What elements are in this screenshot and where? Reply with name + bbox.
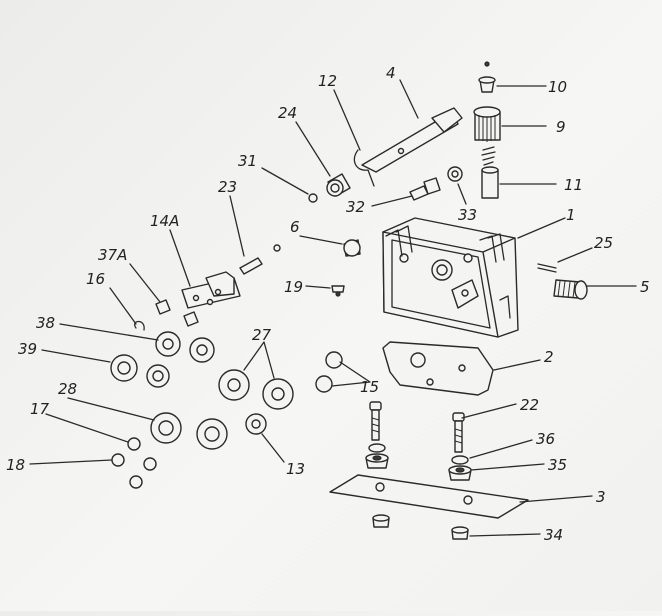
leader-lines xyxy=(29,79,637,537)
part-27-gears xyxy=(218,369,294,435)
label-17: 17 xyxy=(30,400,50,418)
label-6: 6 xyxy=(290,218,300,236)
part-35-nuts xyxy=(365,453,472,481)
label-5: 5 xyxy=(640,278,650,296)
part-1-housing xyxy=(382,217,519,338)
label-35: 35 xyxy=(548,456,567,474)
part-18-screws xyxy=(111,453,157,489)
label-12: 12 xyxy=(318,72,337,90)
part-38-gear xyxy=(155,331,215,363)
part-10-cap xyxy=(478,61,496,93)
label-33: 33 xyxy=(458,206,477,224)
part-37a-pins xyxy=(155,299,199,327)
part-2-plate xyxy=(382,341,494,396)
part-34-nuts xyxy=(372,514,469,540)
label-14a: 14A xyxy=(150,212,179,230)
label-19: 19 xyxy=(284,278,303,296)
label-31: 31 xyxy=(238,152,257,170)
part-33-washer xyxy=(447,166,463,182)
part-23-pin xyxy=(239,244,281,275)
part-36-washers xyxy=(368,443,469,465)
label-16: 16 xyxy=(86,270,105,288)
label-11: 11 xyxy=(564,176,583,194)
part-31-screw xyxy=(308,193,318,203)
part-6-plug xyxy=(343,239,361,257)
part-labels: 10 9 11 1 25 5 2 22 36 35 3 34 4 12 24 3… xyxy=(6,64,650,544)
label-37a: 37A xyxy=(98,246,127,264)
label-32: 32 xyxy=(346,198,365,216)
part-3-base-plate xyxy=(329,474,529,519)
label-34: 34 xyxy=(544,526,563,544)
label-38: 38 xyxy=(36,314,55,332)
label-22: 22 xyxy=(520,396,539,414)
label-4: 4 xyxy=(386,64,396,82)
part-19-screw xyxy=(331,285,345,297)
label-36: 36 xyxy=(536,430,555,448)
part-9-knurled-nut xyxy=(473,106,501,142)
part-5-knob xyxy=(553,279,588,300)
label-28: 28 xyxy=(58,380,77,398)
part-16-clip xyxy=(134,320,145,331)
part-17-washer xyxy=(127,437,141,451)
label-3: 3 xyxy=(596,488,606,506)
part-32-screw xyxy=(409,177,441,201)
part-25-pin xyxy=(537,263,557,273)
label-13: 13 xyxy=(286,460,305,478)
part-4-lever xyxy=(361,107,463,173)
label-18: 18 xyxy=(6,456,25,474)
label-10: 10 xyxy=(548,78,567,96)
part-28-gear xyxy=(150,412,228,450)
part-15-shafts xyxy=(315,351,343,393)
label-39: 39 xyxy=(18,340,37,358)
part-11-spindle xyxy=(481,146,499,199)
label-1: 1 xyxy=(566,206,576,224)
label-9: 9 xyxy=(556,118,566,136)
label-24: 24 xyxy=(278,104,297,122)
label-15: 15 xyxy=(360,378,379,396)
part-12-spring-wire xyxy=(353,149,375,187)
part-24-bushing xyxy=(326,173,351,197)
part-22-bolts xyxy=(369,401,465,453)
part-14a-bracket xyxy=(181,271,241,309)
label-23: 23 xyxy=(218,178,237,196)
part-39-gear xyxy=(110,354,170,388)
label-25: 25 xyxy=(594,234,613,252)
label-2: 2 xyxy=(544,348,554,366)
label-27: 27 xyxy=(252,326,272,344)
